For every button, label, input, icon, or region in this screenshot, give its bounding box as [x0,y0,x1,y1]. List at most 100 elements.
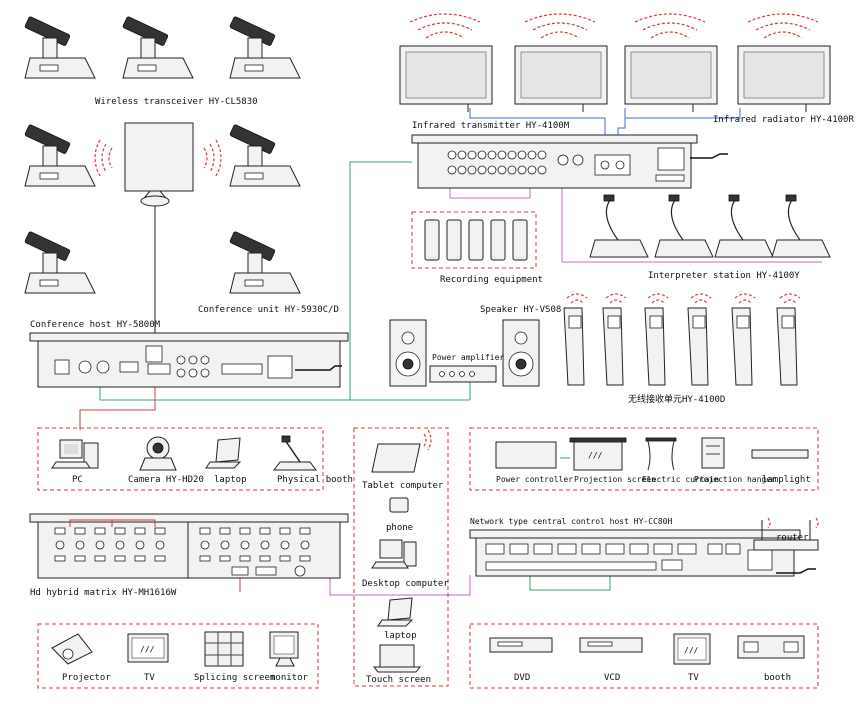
av-players-box [469,623,819,689]
speaker-right [502,319,540,387]
monitor-icon [269,631,299,667]
electric-curtain-icon [645,437,677,471]
wave-icon [203,147,208,169]
lamplight-icon [751,449,809,459]
label-tv-b: TV [688,673,699,683]
label-central-control: Network type central control host HY-CC8… [470,517,672,526]
tv-icon-b: /// [673,633,711,665]
receiver-unit [776,293,801,386]
hd-matrix-device [29,513,349,579]
interpreter-unit [654,194,714,258]
label-phone: phone [386,523,413,533]
label-wireless-transceiver: Wireless transceiver HY-CL5830 [95,97,258,107]
wire-host-to-central [99,385,470,401]
label-tablet: Tablet computer [362,481,444,491]
client-devices-box [353,427,449,687]
infrared-transmitter-device [411,134,728,189]
splicing-screen-icon [204,631,244,667]
label-projector: Projector [62,673,111,683]
tv-screen-text-b: /// [684,646,699,655]
label-booth: booth [764,673,791,683]
label-pc: PC [72,475,83,485]
pc-icon [51,439,99,469]
tv-icon-a: /// [127,633,169,663]
label-router: router [776,533,809,543]
recorder-icon [512,219,528,261]
power-amplifier-device [429,365,497,383]
label-wireless-receiver: 无线接收单元HY-4100D [628,393,725,405]
label-projection-screen: Projection screen [574,475,656,484]
radiator-unit [514,13,608,112]
receiver-panel-icon [124,122,194,192]
vcd-icon [579,637,643,653]
label-conference-host: Conference host HY-5800M [30,320,161,330]
label-laptop-a: laptop [214,475,247,485]
label-dvd: DVD [514,673,530,683]
wireless-receiver-panel [94,122,222,207]
transceiver-unit [229,231,301,294]
wire-transmitter-recording [449,180,531,199]
touch-screen-icon [372,644,422,673]
label-infrared-transmitter: Infrared transmitter HY-4100M [412,121,570,131]
label-monitor: monitor [270,673,309,683]
output-displays-box [37,623,319,689]
receiver-unit [731,293,756,386]
radiator-unit [624,13,718,112]
router-icon [753,517,819,551]
receiver-unit [687,293,712,386]
wire-central-devices [529,575,611,591]
radiator-unit [399,13,493,112]
dvd-icon [489,637,553,653]
label-power-amplifier: Power amplifier [432,353,504,362]
tv-screen-text: /// [140,645,155,654]
central-control-device [469,529,816,577]
wave-icon [101,143,107,173]
projection-hanger-icon [701,437,725,469]
label-electric-curtain: Electric curtain [642,475,719,484]
wireless-transceivers [24,16,301,294]
recorder-icon [468,219,484,261]
power-plug-icon [690,153,728,159]
power-plug-icon [295,365,342,371]
wireless-receiver-units [563,293,801,386]
label-physical-booth: Physical booth [277,475,353,485]
label-laptop-b: laptop [384,631,417,641]
recording-group-box [411,211,537,269]
transceiver-unit [229,16,301,79]
receiver-unit [563,293,588,386]
speaker-left [389,319,427,387]
wave-icon [215,139,222,177]
radiator-unit [737,13,831,112]
power-controller-icon [495,441,557,469]
label-lamplight: lamplight [762,475,811,485]
label-infrared-radiator: Infrared radiator HY-4100R [713,115,854,125]
wires [79,108,822,596]
label-splicing-screen: Splicing screen [194,673,275,683]
transceiver-unit [24,231,96,294]
recorder-icon [490,219,506,261]
label-recording-equipment: Recording equipment [440,275,543,285]
wire-radiator-chain [625,108,741,119]
desktop-icon [371,539,417,569]
booth-icon [737,635,805,659]
environment-control-box [469,427,819,491]
label-power-controller: Power controller [496,475,573,484]
label-vcd: VCD [604,673,620,683]
label-touch-screen: Touch screen [366,675,431,685]
label-tv-a: TV [144,673,155,683]
projection-screen-icon: /// [569,437,627,471]
recorder-icon [424,219,440,261]
interpreter-unit [589,194,649,258]
tablet-icon [371,429,432,473]
wire-host-to-transmitter [349,161,412,400]
label-projection-hanger: Projection hanger [694,475,776,484]
wire-host-matrix [79,385,156,430]
interpreter-unit [714,194,774,258]
recorder-icon [446,219,462,261]
input-sources-box [37,427,324,491]
proj-screen-text: /// [588,451,603,460]
infrared-radiators [399,13,831,112]
power-plug-icon [776,568,816,574]
camera-icon [139,436,177,471]
